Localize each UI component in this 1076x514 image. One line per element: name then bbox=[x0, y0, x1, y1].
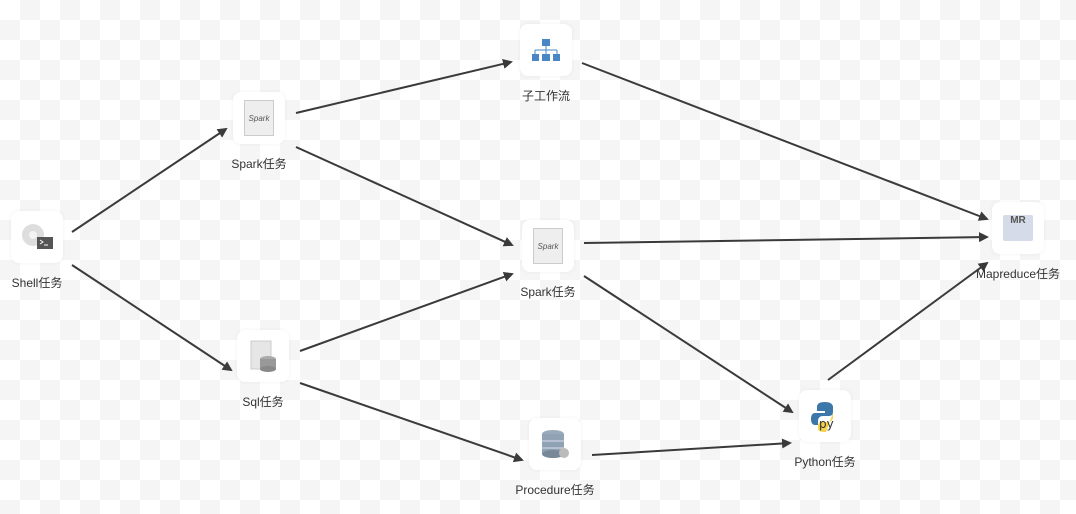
edge-sql-to-spark2[interactable] bbox=[299, 272, 514, 352]
python-icon: py bbox=[799, 390, 851, 442]
node-mapreduce[interactable]: MR Mapreduce任务 bbox=[958, 202, 1076, 282]
node-procedure[interactable]: Procedure任务 bbox=[495, 418, 615, 498]
node-label: Sql任务 bbox=[242, 395, 284, 409]
edge-shell-to-sql[interactable] bbox=[71, 264, 233, 372]
node-spark-1[interactable]: Spark Spark任务 bbox=[199, 92, 319, 172]
node-sql[interactable]: Sql任务 bbox=[203, 330, 323, 410]
edge-spark2-to-mapreduce[interactable] bbox=[583, 232, 989, 244]
node-python[interactable]: py Python任务 bbox=[765, 390, 885, 470]
node-shell[interactable]: Shell任务 bbox=[0, 211, 97, 291]
node-label: Python任务 bbox=[794, 455, 856, 469]
node-sub-workflow[interactable]: 子工作流 bbox=[486, 24, 606, 104]
node-label: Mapreduce任务 bbox=[975, 267, 1061, 281]
sql-icon bbox=[237, 330, 289, 382]
node-spark-2[interactable]: Spark Spark任务 bbox=[488, 220, 608, 300]
edge-sql-to-procedure[interactable] bbox=[299, 382, 524, 463]
node-label: Shell任务 bbox=[11, 276, 63, 290]
edge-shell-to-spark1[interactable] bbox=[71, 127, 228, 233]
svg-text:py: py bbox=[819, 417, 834, 431]
node-label: Spark任务 bbox=[231, 157, 287, 171]
edge-subflow-to-mapreduce[interactable] bbox=[581, 62, 989, 221]
spark-icon: Spark bbox=[522, 220, 574, 272]
edge-spark2-to-python[interactable] bbox=[583, 275, 794, 414]
sub-workflow-icon bbox=[520, 24, 572, 76]
spark-icon: Spark bbox=[233, 92, 285, 144]
node-label: Procedure任务 bbox=[515, 483, 595, 497]
node-label: 子工作流 bbox=[521, 89, 570, 103]
edge-python-to-mapreduce[interactable] bbox=[827, 261, 989, 381]
node-label: Spark任务 bbox=[520, 285, 576, 299]
procedure-icon bbox=[529, 418, 581, 470]
edge-procedure-to-python[interactable] bbox=[591, 438, 792, 456]
edge-spark1-to-subflow[interactable] bbox=[295, 58, 513, 114]
shell-icon bbox=[11, 211, 63, 263]
edge-spark1-to-spark2[interactable] bbox=[295, 146, 514, 247]
mapreduce-icon: MR bbox=[992, 202, 1044, 254]
